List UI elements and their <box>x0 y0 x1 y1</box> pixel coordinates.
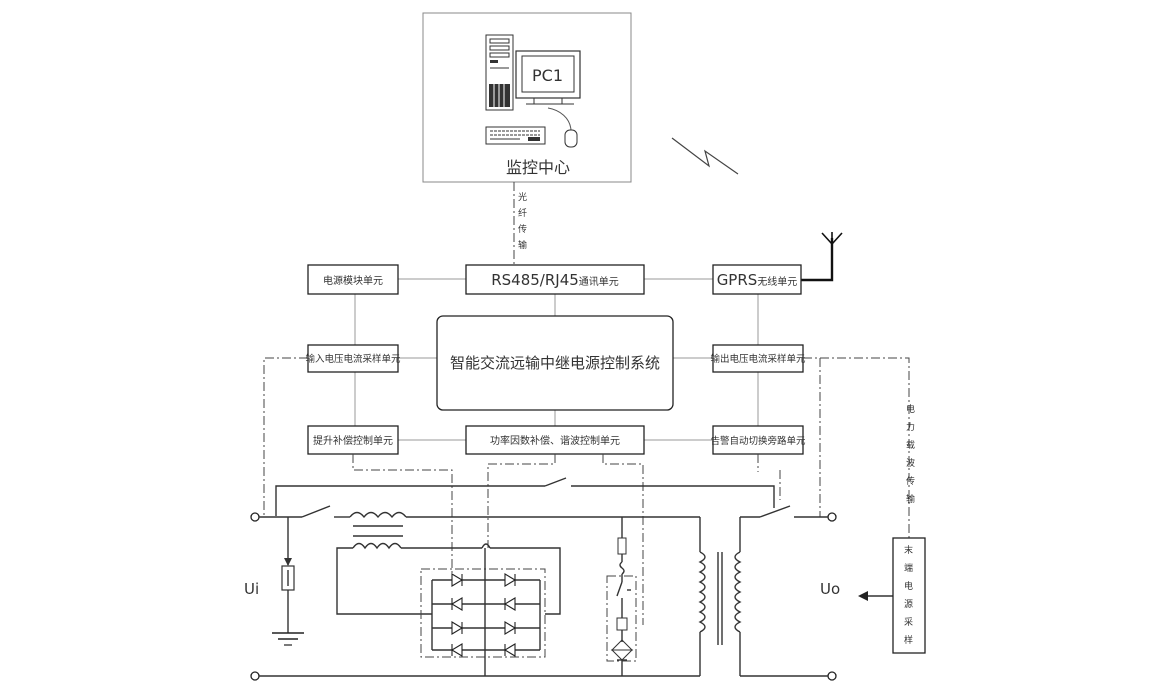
ground-icon <box>272 632 304 646</box>
capacitor-icon <box>616 617 628 631</box>
svg-text:告警自动切换旁路单元: 告警自动切换旁路单元 <box>710 435 806 447</box>
fuse-icon <box>617 537 627 555</box>
module-comm: RS485/RJ45通讯单元 <box>465 264 645 295</box>
svg-text:输入电压电流采样单元: 输入电压电流采样单元 <box>305 353 401 365</box>
svg-text:采: 采 <box>904 617 913 628</box>
main-circuit <box>250 505 893 681</box>
svg-text:功率因数补偿、谐波控制单元: 功率因数补偿、谐波控制单元 <box>490 434 620 447</box>
input-terminal-top <box>250 512 260 522</box>
svg-text:光: 光 <box>518 191 527 203</box>
input-terminal-bottom <box>250 671 260 681</box>
svg-text:输: 输 <box>906 493 915 505</box>
fiber-label: 光 纤 传 输 <box>518 191 527 251</box>
svg-text:样: 样 <box>904 634 913 646</box>
module-gprs: GPRS无线单元 <box>712 264 802 295</box>
end-sampling-box: 末 端 电 源 采 样 <box>892 537 926 654</box>
tower-computer-icon <box>485 34 514 111</box>
monitor-center-title: 监控中心 <box>506 158 570 177</box>
antenna-icon <box>801 232 843 282</box>
output-terminal-bottom <box>827 671 837 681</box>
module-alarm-bypass: 告警自动切换旁路单元 <box>710 425 806 455</box>
svg-text:电: 电 <box>904 580 913 592</box>
control-signal-lines <box>263 357 910 625</box>
module-boost-control: 提升补偿控制单元 <box>307 425 399 455</box>
svg-text:力: 力 <box>906 421 915 433</box>
svg-text:电: 电 <box>906 403 915 415</box>
svg-text:RS485/RJ45通讯单元: RS485/RJ45通讯单元 <box>491 271 619 289</box>
svg-text:传: 传 <box>906 475 915 487</box>
output-voltage-label: Uo <box>820 580 840 598</box>
svg-text:传: 传 <box>518 223 527 235</box>
svg-text:载: 载 <box>906 439 915 451</box>
output-terminal-top <box>827 512 837 522</box>
svg-text:端: 端 <box>904 562 913 574</box>
svg-text:输出电压电流采样单元: 输出电压电流采样单元 <box>710 353 806 365</box>
svg-text:纤: 纤 <box>518 207 527 219</box>
svg-text:末: 末 <box>904 544 913 556</box>
thyristor-bridge-icon <box>420 548 546 676</box>
arrow-left-icon <box>858 591 868 601</box>
plc-label: 电 力 载 波 传 输 <box>906 403 915 505</box>
input-voltage-label: Ui <box>244 580 259 598</box>
monitor-icon: PC1 <box>515 50 581 105</box>
module-connections <box>354 278 759 441</box>
module-pf-harmonic: 功率因数补偿、谐波控制单元 <box>465 425 645 455</box>
mouse-icon <box>547 107 578 148</box>
keyboard-icon <box>485 126 546 145</box>
monitor-center: PC1 监控中心 <box>422 12 632 183</box>
svg-text:源: 源 <box>904 599 913 610</box>
pfc-branch <box>606 517 637 676</box>
svg-text:智能交流远输中继电源控制系统: 智能交流远输中继电源控制系统 <box>450 354 660 372</box>
svg-text:电源模块单元: 电源模块单元 <box>323 274 383 287</box>
module-controller: 智能交流远输中继电源控制系统 <box>436 315 674 411</box>
pc-label: PC1 <box>532 66 563 85</box>
svg-text:提升补偿控制单元: 提升补偿控制单元 <box>313 434 393 447</box>
module-input-sampling: 输入电压电流采样单元 <box>305 344 401 373</box>
svg-text:输: 输 <box>518 239 527 251</box>
svg-text:波: 波 <box>906 457 915 469</box>
transformer-icon <box>698 517 742 676</box>
module-power: 电源模块单元 <box>307 264 399 295</box>
svg-text:GPRS无线单元: GPRS无线单元 <box>717 271 798 289</box>
wireless-signal-icon <box>671 137 739 175</box>
module-output-sampling: 输出电压电流采样单元 <box>710 344 806 373</box>
bypass-line <box>275 477 775 516</box>
